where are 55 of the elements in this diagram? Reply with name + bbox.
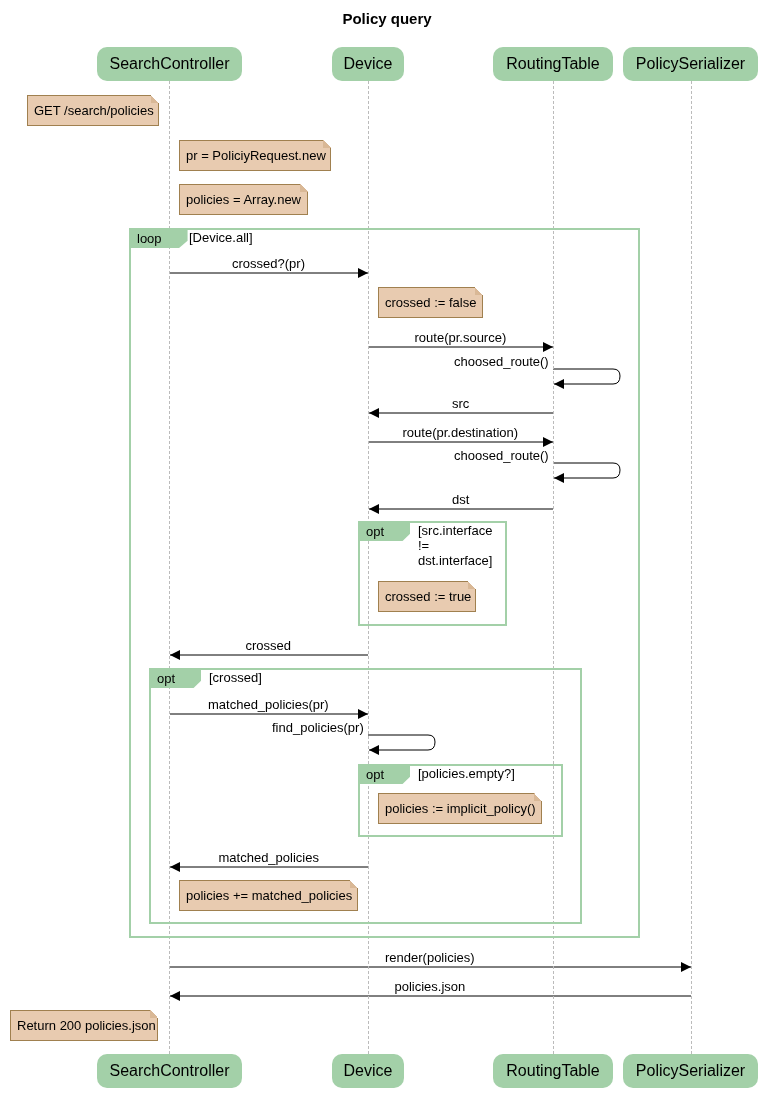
message-arrow xyxy=(169,962,692,972)
participant-box: PolicySerializer xyxy=(623,47,758,81)
participant-box: RoutingTable xyxy=(493,1054,613,1088)
operator-tab: opt xyxy=(360,766,411,784)
edge-label: crossed?(pr) xyxy=(232,257,305,271)
edge-label: choosed_route() xyxy=(454,355,549,369)
note: Return 200 policies.json xyxy=(10,1010,158,1041)
lifeline xyxy=(553,81,554,1054)
operator-tab: loop xyxy=(131,230,188,248)
guard-condition: [policies.empty?] xyxy=(418,766,515,781)
participant-box: Device xyxy=(332,1054,404,1088)
edge-label: route(pr.source) xyxy=(414,331,507,345)
self-message-arrow xyxy=(367,734,436,755)
message-arrow xyxy=(169,650,369,660)
message-arrow xyxy=(169,862,369,872)
edge-label: choosed_route() xyxy=(454,449,549,463)
lifeline xyxy=(691,81,692,1054)
participant-box: SearchController xyxy=(97,1054,242,1088)
message-arrow xyxy=(169,268,369,278)
participant-box: SearchController xyxy=(97,47,242,81)
note: policies := implicit_policy() xyxy=(378,793,542,824)
message-arrow xyxy=(368,504,554,514)
guard-condition: [Device.all] xyxy=(189,230,253,245)
edge-label: route(pr.destination) xyxy=(402,426,519,440)
edge-label: policies.json xyxy=(394,980,466,994)
note: crossed := true xyxy=(378,581,476,612)
note: policies = Array.new xyxy=(179,184,308,215)
participant-box: Device xyxy=(332,47,404,81)
edge-label: crossed xyxy=(245,639,292,653)
note: crossed := false xyxy=(378,287,483,318)
participant-box: RoutingTable xyxy=(493,47,613,81)
participant-box: PolicySerializer xyxy=(623,1054,758,1088)
fragment-frame xyxy=(358,764,563,837)
guard-condition: [crossed] xyxy=(209,670,262,685)
operator-tab: opt xyxy=(151,670,202,688)
message-arrow xyxy=(368,437,554,447)
note: policies += matched_policies xyxy=(179,880,358,911)
operator-tab: opt xyxy=(360,523,411,541)
message-arrow xyxy=(169,991,692,1001)
edge-label: matched_policies(pr) xyxy=(208,698,329,712)
edge-label: dst xyxy=(452,493,470,507)
diagram-title: Policy query xyxy=(341,10,433,27)
note: pr = PoliciyRequest.new xyxy=(179,140,331,171)
edge-label: matched_policies xyxy=(218,851,319,865)
fragment-frame xyxy=(358,521,507,626)
self-message-arrow xyxy=(552,368,621,389)
self-message-arrow xyxy=(552,462,621,483)
edge-label: find_policies(pr) xyxy=(272,721,364,735)
edge-label: render(policies) xyxy=(385,951,475,965)
message-arrow xyxy=(368,408,554,418)
message-arrow xyxy=(169,709,369,719)
message-arrow xyxy=(368,342,554,352)
guard-condition: [src.interface != dst.interface] xyxy=(418,523,494,568)
fragment-frame xyxy=(129,228,640,938)
note: GET /search/policies xyxy=(27,95,159,126)
